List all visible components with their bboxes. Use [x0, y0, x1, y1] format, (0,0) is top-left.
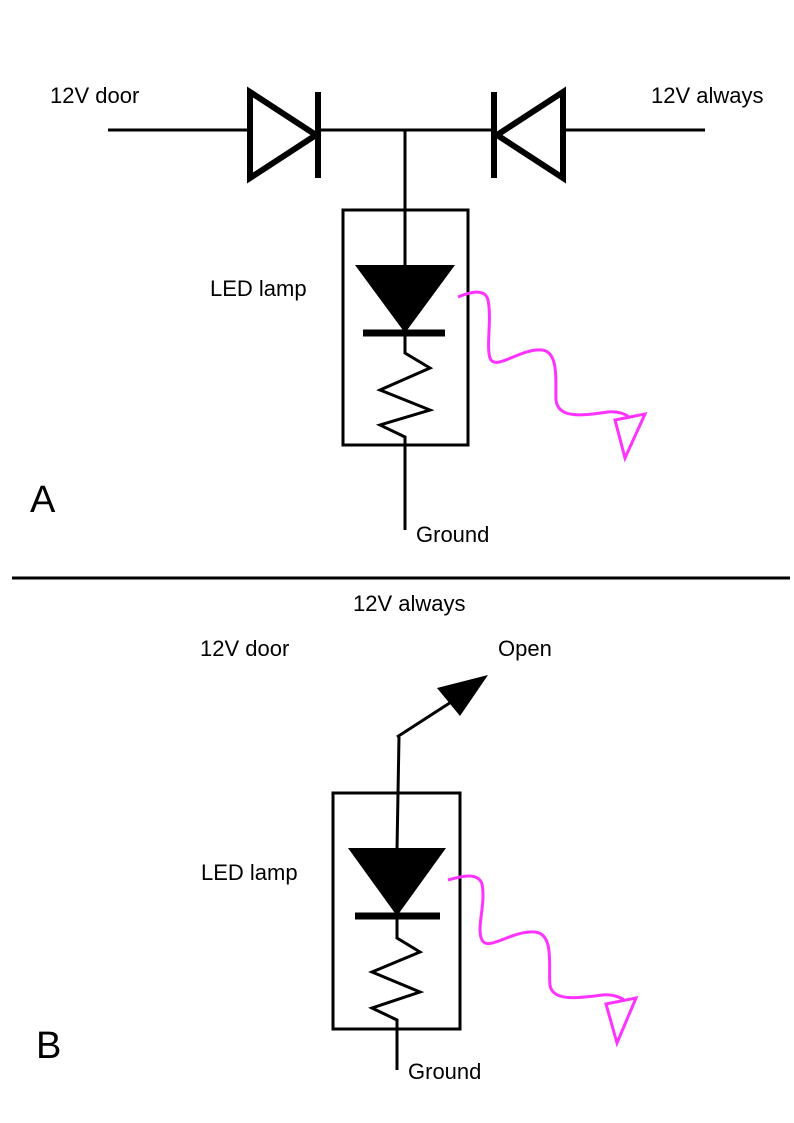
always-supply-label-a: 12V always	[651, 83, 764, 108]
diagram-a: 12V door 12V always LED lamp Ground	[30, 83, 764, 547]
door-supply-label-a: 12V door	[50, 83, 139, 108]
open-switch-icon-b	[396, 675, 488, 739]
resistor-icon-a	[375, 333, 435, 445]
ground-label-a: Ground	[416, 522, 489, 547]
diagram-a-label: A	[30, 479, 56, 521]
door-supply-label-b: 12V door	[200, 636, 289, 661]
light-emission-icon-b	[447, 874, 639, 1048]
led-lamp-label-a: LED lamp	[210, 276, 307, 301]
ground-label-b: Ground	[408, 1059, 481, 1084]
light-emission-icon-a	[457, 290, 648, 463]
led-lamp-label-b: LED lamp	[201, 860, 298, 885]
led-icon-a	[355, 265, 455, 333]
resistor-icon-b	[368, 916, 425, 1029]
switch-open-label-b: Open	[498, 636, 552, 661]
diagram-b: 12V always 12V door Open LED lamp Ground…	[36, 591, 639, 1084]
diagram-b-label: B	[36, 1025, 61, 1067]
door-diode-a	[247, 86, 322, 184]
always-diode-a	[491, 86, 566, 184]
always-supply-label-b: 12V always	[353, 591, 466, 616]
led-icon-b	[348, 848, 446, 916]
